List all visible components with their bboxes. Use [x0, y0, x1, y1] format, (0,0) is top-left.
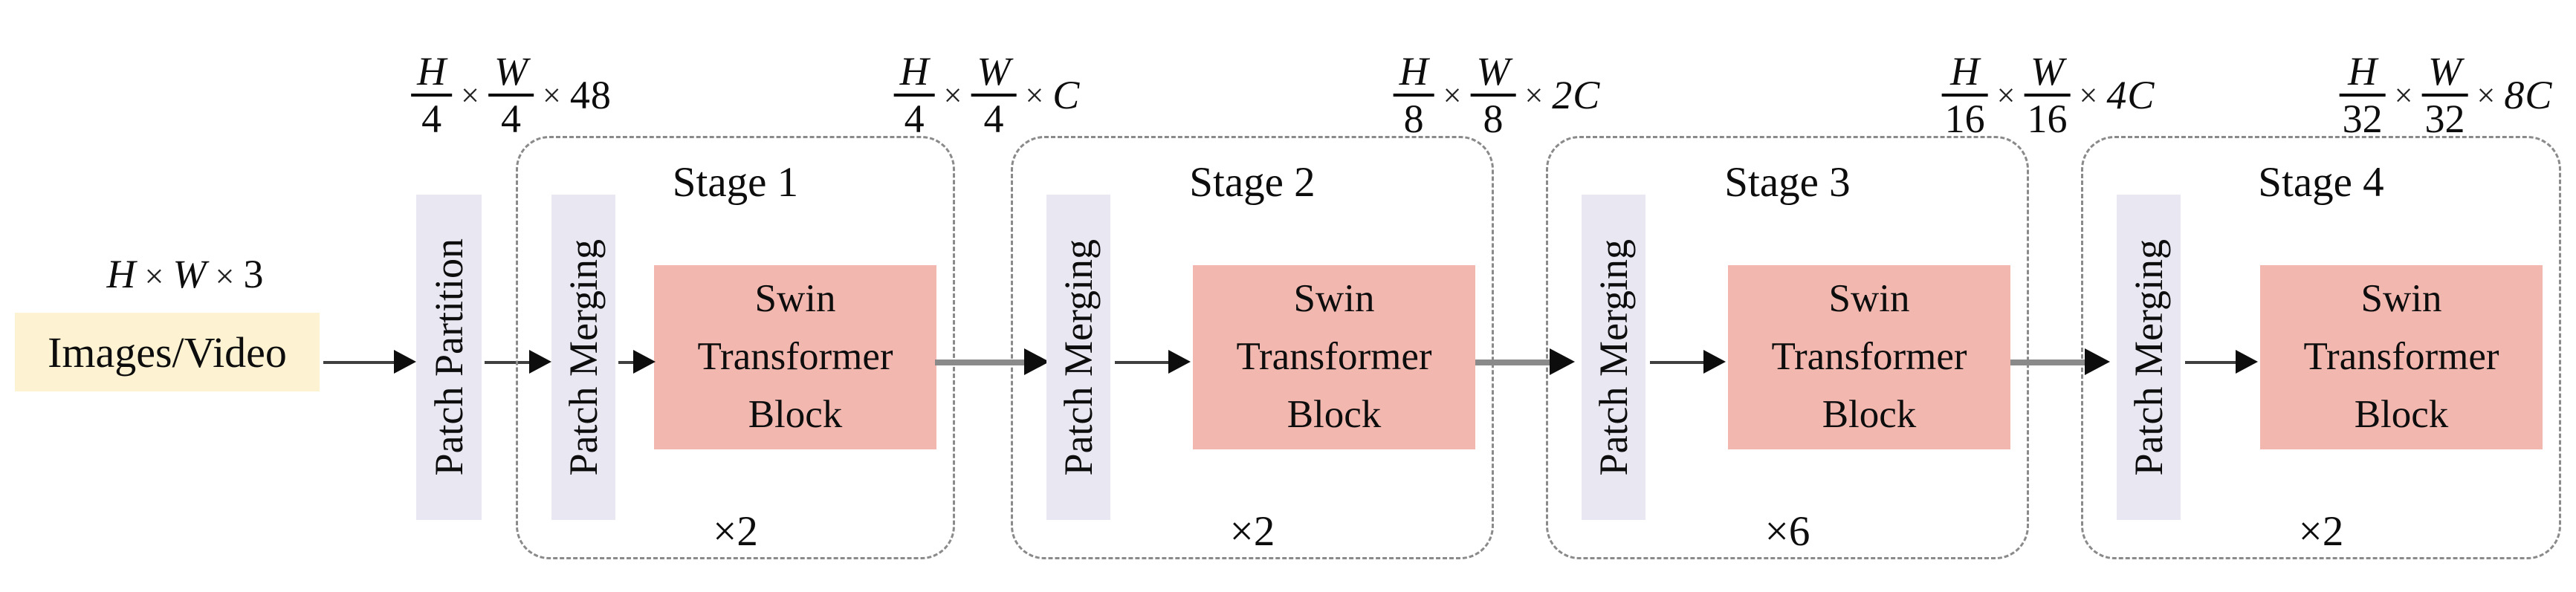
swin-transformer-block: Swin Transformer Block	[654, 265, 936, 449]
width-symbol: W	[172, 252, 208, 296]
stage-4-box: Stage 4 Patch Merging Swin Transformer B…	[2081, 136, 2561, 559]
channels-value: 3	[243, 252, 265, 296]
block-multiplier: ×6	[1764, 508, 1810, 555]
stage-title: Stage 3	[1724, 159, 1851, 206]
swin-transformer-block: Swin Transformer Block	[1728, 265, 2010, 449]
patch-merging-box: Patch Merging	[1582, 195, 1645, 520]
times-symbol: ×	[1996, 77, 2016, 114]
times-symbol: ×	[2079, 77, 2098, 114]
times-symbol: ×	[215, 257, 236, 295]
flow-arrow-head	[2085, 348, 2110, 375]
times-symbol: ×	[2394, 77, 2413, 114]
flow-arrow-line	[935, 360, 1029, 365]
block-multiplier: ×2	[713, 508, 758, 555]
stage-3-box: Stage 3 Patch Merging Swin Transformer B…	[1546, 136, 2029, 559]
patch-merging-box: Patch Merging	[551, 195, 615, 520]
flow-arrow-head	[1024, 348, 1049, 375]
swin-transformer-block: Swin Transformer Block	[2260, 265, 2543, 449]
patch-partition-box: Patch Partition	[416, 195, 482, 520]
flow-arrow-head	[2236, 350, 2258, 374]
patch-merging-label: Patch Merging	[1056, 238, 1101, 476]
height-symbol: H	[106, 252, 137, 296]
flow-arrow-line	[2010, 360, 2085, 365]
input-dim-label: H×W×3	[107, 251, 265, 297]
flow-arrow-line	[323, 361, 394, 364]
flow-arrow-head	[1168, 350, 1191, 374]
times-symbol: ×	[2476, 77, 2496, 114]
swin-transformer-block-label: Swin Transformer Block	[697, 277, 893, 436]
stage-title: Stage 1	[672, 159, 799, 206]
stage-title: Stage 4	[2258, 159, 2384, 206]
swin-transformer-block: Swin Transformer Block	[1193, 265, 1475, 449]
flow-arrow-line	[1650, 361, 1703, 364]
times-symbol: ×	[1524, 77, 1544, 114]
block-multiplier: ×2	[2298, 508, 2344, 555]
flow-arrow-head	[1703, 350, 1726, 374]
flow-arrow-line	[1475, 360, 1550, 365]
flow-arrow-head	[633, 350, 656, 374]
patch-merging-label: Patch Merging	[561, 238, 606, 476]
patch-merging-box: Patch Merging	[2117, 195, 2181, 520]
flow-arrow-head	[394, 350, 416, 374]
flow-arrow-line	[618, 361, 636, 364]
patch-partition-label: Patch Partition	[427, 238, 471, 476]
swin-transformer-block-label: Swin Transformer Block	[1771, 277, 1967, 436]
times-symbol: ×	[943, 77, 962, 114]
channel-factor: 48	[569, 73, 612, 118]
times-symbol: ×	[144, 257, 166, 295]
stage-1-box: Stage 1 Patch Merging Swin Transformer B…	[516, 136, 955, 559]
times-symbol: ×	[1025, 77, 1044, 114]
flow-arrow-head	[529, 350, 551, 374]
flow-arrow-head	[1550, 348, 1575, 375]
channel-factor: 8C	[2504, 73, 2553, 118]
times-symbol: ×	[1443, 77, 1462, 114]
times-symbol: ×	[461, 77, 480, 114]
flow-arrow-line	[485, 361, 532, 364]
times-symbol: ×	[542, 77, 561, 114]
swin-transformer-block-label: Swin Transformer Block	[2303, 277, 2499, 436]
stage-title: Stage 2	[1189, 159, 1315, 206]
flow-arrow-line	[1115, 361, 1168, 364]
swin-transformer-block-label: Swin Transformer Block	[1236, 277, 1432, 436]
channel-factor: C	[1052, 73, 1081, 118]
patch-merging-label: Patch Merging	[1591, 238, 1636, 476]
channel-factor: 4C	[2106, 73, 2155, 118]
images-video-label: Images/Video	[48, 328, 287, 377]
patch-merging-label: Patch Merging	[2126, 238, 2171, 476]
block-multiplier: ×2	[1229, 508, 1275, 555]
patch-merging-box: Patch Merging	[1046, 195, 1110, 520]
images-video-box: Images/Video	[15, 313, 320, 391]
flow-arrow-line	[2185, 361, 2237, 364]
channel-factor: 2C	[1552, 73, 1601, 118]
stage-2-box: Stage 2 Patch Merging Swin Transformer B…	[1011, 136, 1494, 559]
